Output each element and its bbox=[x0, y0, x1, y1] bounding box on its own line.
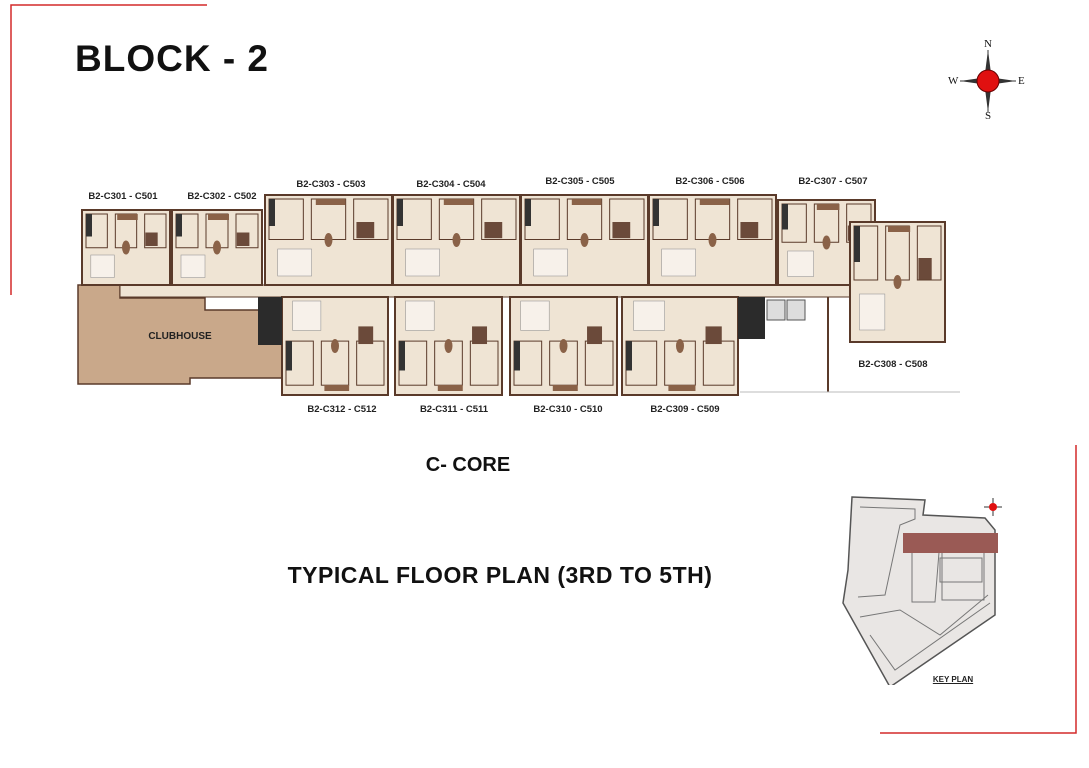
kitchen-counter bbox=[525, 199, 531, 226]
compass-e: E bbox=[1018, 75, 1025, 87]
room bbox=[481, 198, 517, 240]
balcony bbox=[859, 293, 886, 331]
balcony bbox=[661, 248, 696, 277]
kitchen-counter bbox=[514, 341, 520, 371]
staircase bbox=[258, 297, 282, 345]
balcony bbox=[520, 300, 550, 331]
room bbox=[235, 213, 259, 249]
balcony bbox=[292, 300, 322, 331]
dining-table bbox=[213, 240, 221, 255]
kitchen-counter bbox=[782, 204, 788, 230]
kitchen-counter bbox=[399, 341, 405, 371]
unit-label: B2-C305 - C505 bbox=[545, 176, 615, 187]
unit-label: B2-C307 - C507 bbox=[798, 176, 868, 187]
bed bbox=[705, 326, 722, 345]
wardrobe bbox=[315, 199, 346, 205]
kitchen-counter bbox=[653, 199, 659, 226]
kitchen-counter bbox=[269, 199, 275, 226]
unit-label: B2-C302 - C502 bbox=[187, 191, 257, 202]
dining-table bbox=[708, 233, 717, 247]
wardrobe bbox=[437, 385, 463, 391]
balcony bbox=[90, 254, 115, 278]
room bbox=[353, 198, 389, 240]
floor-plan-title: TYPICAL FLOOR PLAN (3RD TO 5TH) bbox=[287, 562, 713, 588]
bed bbox=[236, 232, 250, 246]
wardrobe bbox=[571, 199, 602, 205]
kitchen-counter bbox=[397, 199, 403, 226]
compass-w: W bbox=[948, 75, 959, 87]
wardrobe bbox=[208, 214, 229, 220]
wardrobe bbox=[699, 199, 730, 205]
dining-table bbox=[452, 233, 461, 247]
compass-s: S bbox=[985, 110, 992, 122]
wardrobe bbox=[443, 199, 474, 205]
kitchen-counter bbox=[626, 341, 632, 371]
bed bbox=[145, 232, 158, 246]
bed bbox=[918, 258, 932, 280]
balcony bbox=[633, 300, 665, 331]
balcony bbox=[180, 254, 206, 278]
balcony bbox=[405, 248, 440, 277]
corridor bbox=[119, 284, 851, 298]
unit-label: B2-C309 - C509 bbox=[650, 404, 720, 415]
bed bbox=[587, 326, 603, 345]
wardrobe bbox=[888, 226, 911, 232]
bed bbox=[484, 222, 503, 239]
dining-table bbox=[559, 339, 568, 353]
lift bbox=[786, 299, 806, 321]
balcony bbox=[787, 250, 814, 277]
room bbox=[609, 198, 645, 240]
unit-label: B2-C301 - C501 bbox=[88, 191, 158, 202]
unit-label: B2-C308 - C508 bbox=[858, 359, 928, 370]
bed bbox=[472, 326, 488, 345]
dining-table bbox=[324, 233, 333, 247]
page-title: BLOCK - 2 bbox=[75, 38, 269, 79]
bed bbox=[740, 222, 759, 239]
wardrobe bbox=[816, 204, 840, 210]
kitchen-counter bbox=[176, 214, 182, 237]
bed bbox=[356, 222, 375, 239]
bed bbox=[358, 326, 374, 345]
staircase bbox=[738, 297, 765, 339]
dining-table bbox=[331, 339, 339, 353]
dining-table bbox=[444, 339, 453, 353]
kitchen-counter bbox=[286, 341, 292, 371]
unit-label: B2-C304 - C504 bbox=[416, 179, 486, 190]
lift bbox=[766, 299, 786, 321]
core-label: C- CORE bbox=[425, 454, 511, 476]
unit-label: B2-C312 - C512 bbox=[307, 404, 377, 415]
dining-table bbox=[122, 240, 130, 255]
kitchen-counter bbox=[854, 226, 860, 262]
balcony bbox=[277, 248, 312, 277]
clubhouse-label: CLUBHOUSE bbox=[148, 331, 212, 342]
unit-label: B2-C306 - C506 bbox=[675, 176, 745, 187]
unit-label: B2-C311 - C511 bbox=[419, 404, 489, 415]
compass-n: N bbox=[984, 38, 992, 50]
wardrobe bbox=[324, 385, 350, 391]
dining-table bbox=[580, 233, 589, 247]
balcony bbox=[405, 300, 435, 331]
dining-table bbox=[893, 275, 902, 289]
wardrobe bbox=[552, 385, 578, 391]
dining-table bbox=[822, 235, 831, 250]
balcony bbox=[533, 248, 568, 277]
room bbox=[144, 213, 167, 249]
dining-table bbox=[676, 339, 684, 353]
room bbox=[737, 198, 773, 240]
compass-icon: N S E W bbox=[948, 38, 1028, 124]
unit-label: B2-C310 - C510 bbox=[533, 404, 603, 415]
kitchen-counter bbox=[86, 214, 92, 237]
unit-label: B2-C303 - C503 bbox=[296, 179, 366, 190]
key-plan-label: KEY PLAN bbox=[932, 675, 974, 684]
room bbox=[916, 225, 942, 281]
wardrobe bbox=[668, 385, 696, 391]
wardrobe bbox=[117, 214, 138, 220]
key-plan bbox=[840, 485, 1010, 689]
bed bbox=[612, 222, 631, 239]
